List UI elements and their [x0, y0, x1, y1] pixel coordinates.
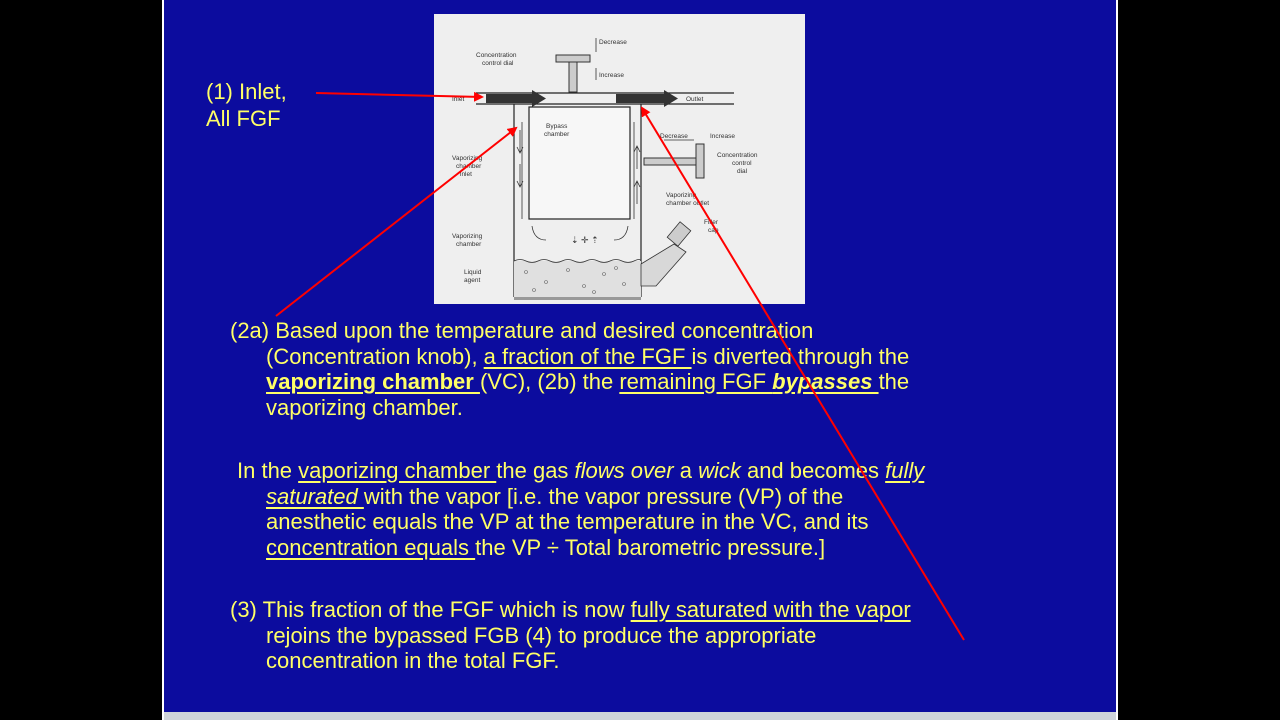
inlet-diagram-label: Inlet: [452, 96, 464, 103]
vaporizer-diagram: Decrease Increase Concentration control …: [434, 14, 805, 304]
concentration-dial-label-1: Concentration: [476, 52, 517, 59]
p2-line3: vaporizing chamber (VC), (2b) the remain…: [266, 369, 910, 394]
outlet-diagram-label: Outlet: [686, 96, 704, 103]
inlet-label-line1: (1) Inlet,: [206, 79, 287, 104]
concentration-dial-label-2: control dial: [482, 60, 514, 67]
vc-outlet-label-1: Vaporizing: [666, 192, 697, 199]
vc-label-1: Vaporizing: [452, 233, 483, 240]
liquid-agent-label-1: Liquid: [464, 269, 482, 276]
filler-cap-label-1: Filler: [704, 219, 719, 226]
vc-inlet-label-1: Vaporizing: [452, 155, 483, 162]
liquid-agent-label-2: agent: [464, 277, 480, 284]
vc-outlet-label-2: chamber outlet: [666, 200, 709, 207]
right-dial-label-2: control: [732, 160, 752, 167]
increase-label: Increase: [599, 72, 624, 79]
vc-inlet-label-2: chamber: [456, 163, 482, 170]
p2-line4: vaporizing chamber.: [266, 394, 463, 420]
right-dial-label-1: Concentration: [717, 152, 758, 159]
paragraph-3: In the vaporizing chamber the gas flows …: [237, 458, 924, 560]
decrease-right-label: Decrease: [660, 133, 688, 140]
p3-line3: anesthetic equals the VP at the temperat…: [266, 509, 869, 534]
filler-cap-label-2: cap: [708, 227, 719, 234]
p2-line2: (Concentration knob), a fraction of the …: [266, 343, 910, 369]
increase-right-label: Increase: [710, 133, 735, 140]
p4-line3: concentration in the total FGF.: [266, 648, 560, 673]
p4-line2: rejoins the bypassed FGB (4) to produce …: [266, 622, 817, 648]
vc-label-2: chamber: [456, 241, 482, 248]
bottom-strip: [164, 712, 1116, 720]
inlet-label: (1) Inlet, All FGF: [206, 78, 287, 132]
vaporizer-diagram-drawing: Decrease Increase Concentration control …: [452, 38, 758, 300]
decrease-label: Decrease: [599, 39, 627, 46]
p2-line1: (2a) Based upon the temperature and desi…: [230, 318, 814, 343]
bypass-chamber-label-2: chamber: [544, 131, 570, 138]
svg-text:⇣ ✛ ⇡: ⇣ ✛ ⇡: [571, 235, 599, 245]
paragraph-2: (2a) Based upon the temperature and desi…: [230, 318, 909, 420]
inlet-label-line2: All FGF: [206, 106, 281, 131]
p4-line1: (3) This fraction of the FGF which is no…: [230, 597, 911, 622]
p3-line4: concentration equals the VP ÷ Total baro…: [266, 534, 826, 560]
p3-line1: In the vaporizing chamber the gas flows …: [237, 458, 925, 483]
right-dial-label-3: dial: [737, 168, 748, 175]
bypass-chamber-label-1: Bypass: [546, 123, 568, 130]
p3-line2: saturated with the vapor [i.e. the vapor…: [266, 483, 844, 509]
vc-inlet-label-3: inlet: [460, 171, 472, 178]
paragraph-4: (3) This fraction of the FGF which is no…: [230, 597, 911, 674]
